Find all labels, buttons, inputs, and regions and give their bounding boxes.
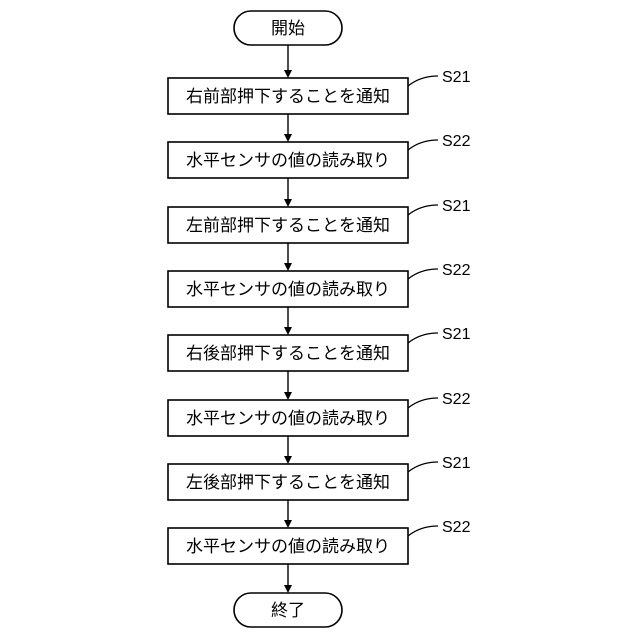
step-leader (408, 140, 438, 150)
end-terminal: 終了 (234, 593, 342, 627)
connector-arrow (284, 178, 292, 207)
step-id-label: S21 (442, 326, 471, 343)
step-id-label: S22 (442, 391, 471, 408)
process-step: 右前部押下することを通知 S21 (168, 69, 471, 114)
step-id-label: S22 (442, 262, 471, 279)
step-id-label: S22 (442, 519, 471, 536)
process-label: 水平センサの値の読み取り (186, 537, 390, 557)
step-id-label: S21 (442, 69, 471, 86)
process-step: 左前部押下することを通知 S21 (168, 198, 471, 243)
process-step: 右後部押下することを通知 S21 (168, 326, 471, 371)
step-id-label: S21 (442, 455, 471, 472)
connector-arrow (284, 371, 292, 400)
process-steps: 右前部押下することを通知 S21 水平センサの値の読み取り S22 左前部押下することを… (168, 69, 471, 564)
connector-arrow (284, 114, 292, 142)
end-label: 終了 (271, 601, 305, 621)
process-step: 水平センサの値の読み取り S22 (168, 133, 471, 178)
process-step: 水平センサの値の読み取り S22 (168, 519, 471, 564)
process-label: 右前部押下することを通知 (186, 87, 390, 107)
process-label: 左後部押下することを通知 (186, 473, 390, 493)
connector-arrow (284, 243, 292, 271)
step-id-label: S22 (442, 133, 471, 150)
step-leader (408, 269, 438, 279)
start-label: 開始 (271, 19, 305, 39)
connector-arrow (284, 307, 292, 335)
start-terminal: 開始 (234, 11, 342, 45)
connectors (284, 45, 292, 593)
step-leader (408, 333, 438, 343)
step-leader (408, 205, 438, 215)
process-step: 水平センサの値の読み取り S22 (168, 262, 471, 307)
step-leader (408, 462, 438, 472)
connector-arrow (284, 500, 292, 528)
step-leader (408, 526, 438, 536)
connector-arrow (284, 436, 292, 464)
process-label: 右後部押下することを通知 (186, 344, 390, 364)
process-step: 水平センサの値の読み取り S22 (168, 391, 471, 436)
process-label: 水平センサの値の読み取り (186, 280, 390, 300)
process-step: 左後部押下することを通知 S21 (168, 455, 471, 500)
step-leader (408, 76, 438, 86)
process-label: 左前部押下することを通知 (186, 216, 390, 236)
step-leader (408, 398, 438, 408)
process-label: 水平センサの値の読み取り (186, 409, 390, 429)
step-id-label: S21 (442, 198, 471, 215)
connector-arrow (284, 564, 292, 593)
process-label: 水平センサの値の読み取り (186, 151, 390, 171)
connector-arrow (284, 45, 292, 78)
